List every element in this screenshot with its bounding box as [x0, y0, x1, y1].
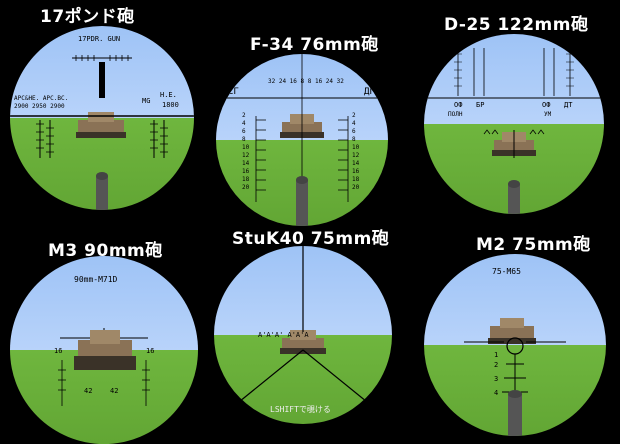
tank-icon — [280, 330, 326, 354]
scope-stuk40-reticle — [233, 246, 373, 407]
scope-m3-reticle — [58, 328, 150, 406]
scope-he-number: 1800 — [162, 101, 179, 109]
panel-title-17pdr: 17ポンド砲 — [40, 7, 135, 27]
scope-stuk40: A'A'A' A'A'A LSHIFTで覗ける — [214, 246, 392, 424]
panel-title-m2: M2 75mm砲 — [476, 235, 591, 255]
scope-m2-reticle — [464, 318, 566, 436]
scope-bottom-right-number: 42 — [110, 387, 119, 395]
scope-range-1: 1 — [494, 351, 499, 359]
scope-left-number: 16 — [54, 347, 63, 355]
scope-ammo-header: APC&HE. APC.BC. — [14, 95, 69, 102]
scope-right-number: 16 — [146, 347, 155, 355]
scope-17pdr-reticle — [10, 55, 194, 210]
scope-poln: ПОЛН — [448, 111, 463, 118]
scope-br: БР — [476, 101, 485, 109]
tank-icon — [488, 318, 536, 344]
scope-bottom-left-number: 42 — [84, 387, 93, 395]
panel-title-stuk40: StuK40 75mm砲 — [232, 229, 390, 249]
scope-of-right: ОФ — [542, 101, 551, 109]
scope-he-label: H.E. — [160, 91, 177, 99]
scope-m3: 90mm-M71D 16 16 42 42 — [10, 256, 198, 444]
scope-range-2: 2 — [494, 361, 499, 369]
scope-gun-label: 90mm-M71D — [74, 275, 118, 284]
scope-of-left: ОФ — [454, 101, 463, 109]
scope-mg-label: MG — [142, 97, 151, 105]
scope-um: УМ — [544, 111, 552, 118]
tank-icon — [76, 112, 126, 138]
scope-deflection-scale: 32 24 16 8 8 16 24 32 — [268, 78, 344, 85]
scope-mark-left: СГ — [228, 87, 239, 97]
scope-hint-text: LSHIFTで覗ける — [270, 405, 331, 414]
scope-m2: 75-M65 1 2 3 4 — [424, 254, 606, 436]
scope-dt: ДТ — [564, 101, 573, 109]
scope-range-left: 2 4 6 8 10 12 14 16 18 20 — [242, 112, 250, 191]
scope-f34: 32 24 16 8 8 16 24 32 СГ ДГ 2 4 6 8 10 1… — [216, 54, 388, 226]
scope-d25-reticle — [424, 48, 604, 214]
scope-range-right: 2 4 6 8 10 12 14 16 18 20 — [352, 112, 360, 191]
scope-chevron-row: A'A'A' A'A'A — [258, 331, 309, 339]
panel-title-f34: F-34 76mm砲 — [250, 35, 379, 55]
scope-range-4: 4 — [494, 389, 499, 397]
scope-mark-right: ДГ — [364, 87, 375, 97]
scope-17pdr: 17PDR. GUN APC&HE. APC.BC. 2900 2950 290… — [10, 26, 194, 210]
scope-gun-label: 17PDR. GUN — [78, 35, 121, 43]
scope-ammo-numbers: 2900 2950 2900 — [14, 103, 65, 110]
panel-title-d25: D-25 122mm砲 — [444, 15, 589, 35]
panel-title-m3: M3 90mm砲 — [48, 241, 163, 261]
scope-gun-label: 75-M65 — [492, 267, 521, 276]
tank-icon — [74, 330, 136, 370]
scope-f34-reticle — [216, 54, 388, 226]
scope-d25: ОФ ПОЛН БР ОФ УМ ДТ — [424, 34, 604, 214]
scope-range-3: 3 — [494, 375, 499, 383]
